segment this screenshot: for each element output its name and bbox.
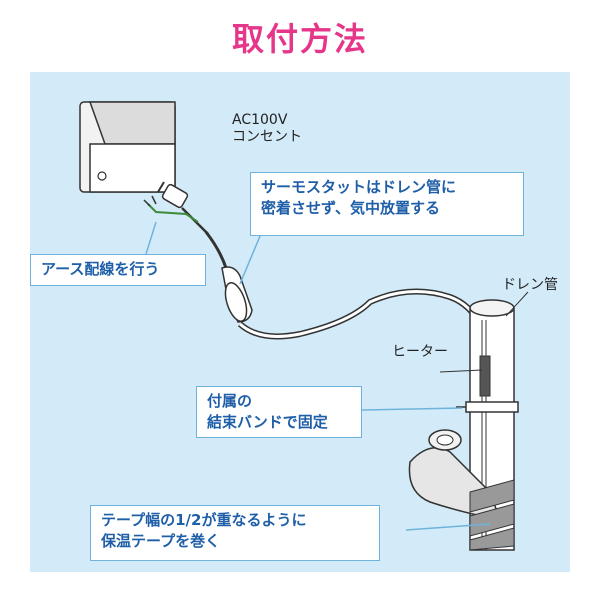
thermostat-icon — [221, 266, 253, 323]
cable-tie-icon — [456, 401, 519, 413]
leader-line-heater — [439, 369, 483, 373]
leader-line-tape — [405, 523, 491, 531]
callout-tape-line2: 保温テープを巻く — [101, 532, 221, 550]
callout-tape: テープ幅の1/2が重なるように 保温テープを巻く — [90, 505, 380, 561]
wall-outlet-icon — [79, 101, 176, 193]
heater-cable — [237, 288, 485, 340]
outlet-voltage-label: AC100V — [232, 112, 288, 128]
callout-thermostat-line1: サーモスタットはドレン管に — [261, 178, 457, 196]
power-plug-icon — [157, 181, 209, 235]
power-cord — [204, 231, 228, 269]
callout-ground-line1: アース配線を行う — [41, 260, 160, 278]
outlet-type-label: コンセント — [232, 129, 302, 145]
page-title: 取付方法 — [231, 20, 368, 58]
callout-tape-line1: テープ幅の1/2が重なるように — [101, 511, 307, 529]
leader-line-ground — [145, 221, 157, 255]
drain-pipe-label: ドレン管 — [502, 277, 558, 293]
leader-line-thermostat — [239, 235, 261, 285]
installation-diagram — [79, 101, 529, 551]
heater-label: ヒーター — [392, 344, 448, 360]
leader-line-band — [361, 407, 463, 411]
insulation-tape-icon — [408, 429, 515, 551]
leader-line-drain — [505, 291, 529, 317]
outlet-label: AC100V コンセント — [232, 112, 302, 146]
callout-band-line1: 付属の — [207, 392, 253, 410]
heater-element — [479, 355, 491, 397]
callout-band-line2: 結束バンドで固定 — [207, 413, 328, 431]
callout-thermostat: サーモスタットはドレン管に 密着させず、気中放置する — [250, 172, 524, 236]
callout-band: 付属の 結束バンドで固定 — [196, 386, 362, 438]
ground-wire-icon — [143, 195, 199, 223]
callout-thermostat-line2: 密着させず、気中放置する — [261, 199, 440, 217]
callout-ground: アース配線を行う — [30, 254, 206, 286]
